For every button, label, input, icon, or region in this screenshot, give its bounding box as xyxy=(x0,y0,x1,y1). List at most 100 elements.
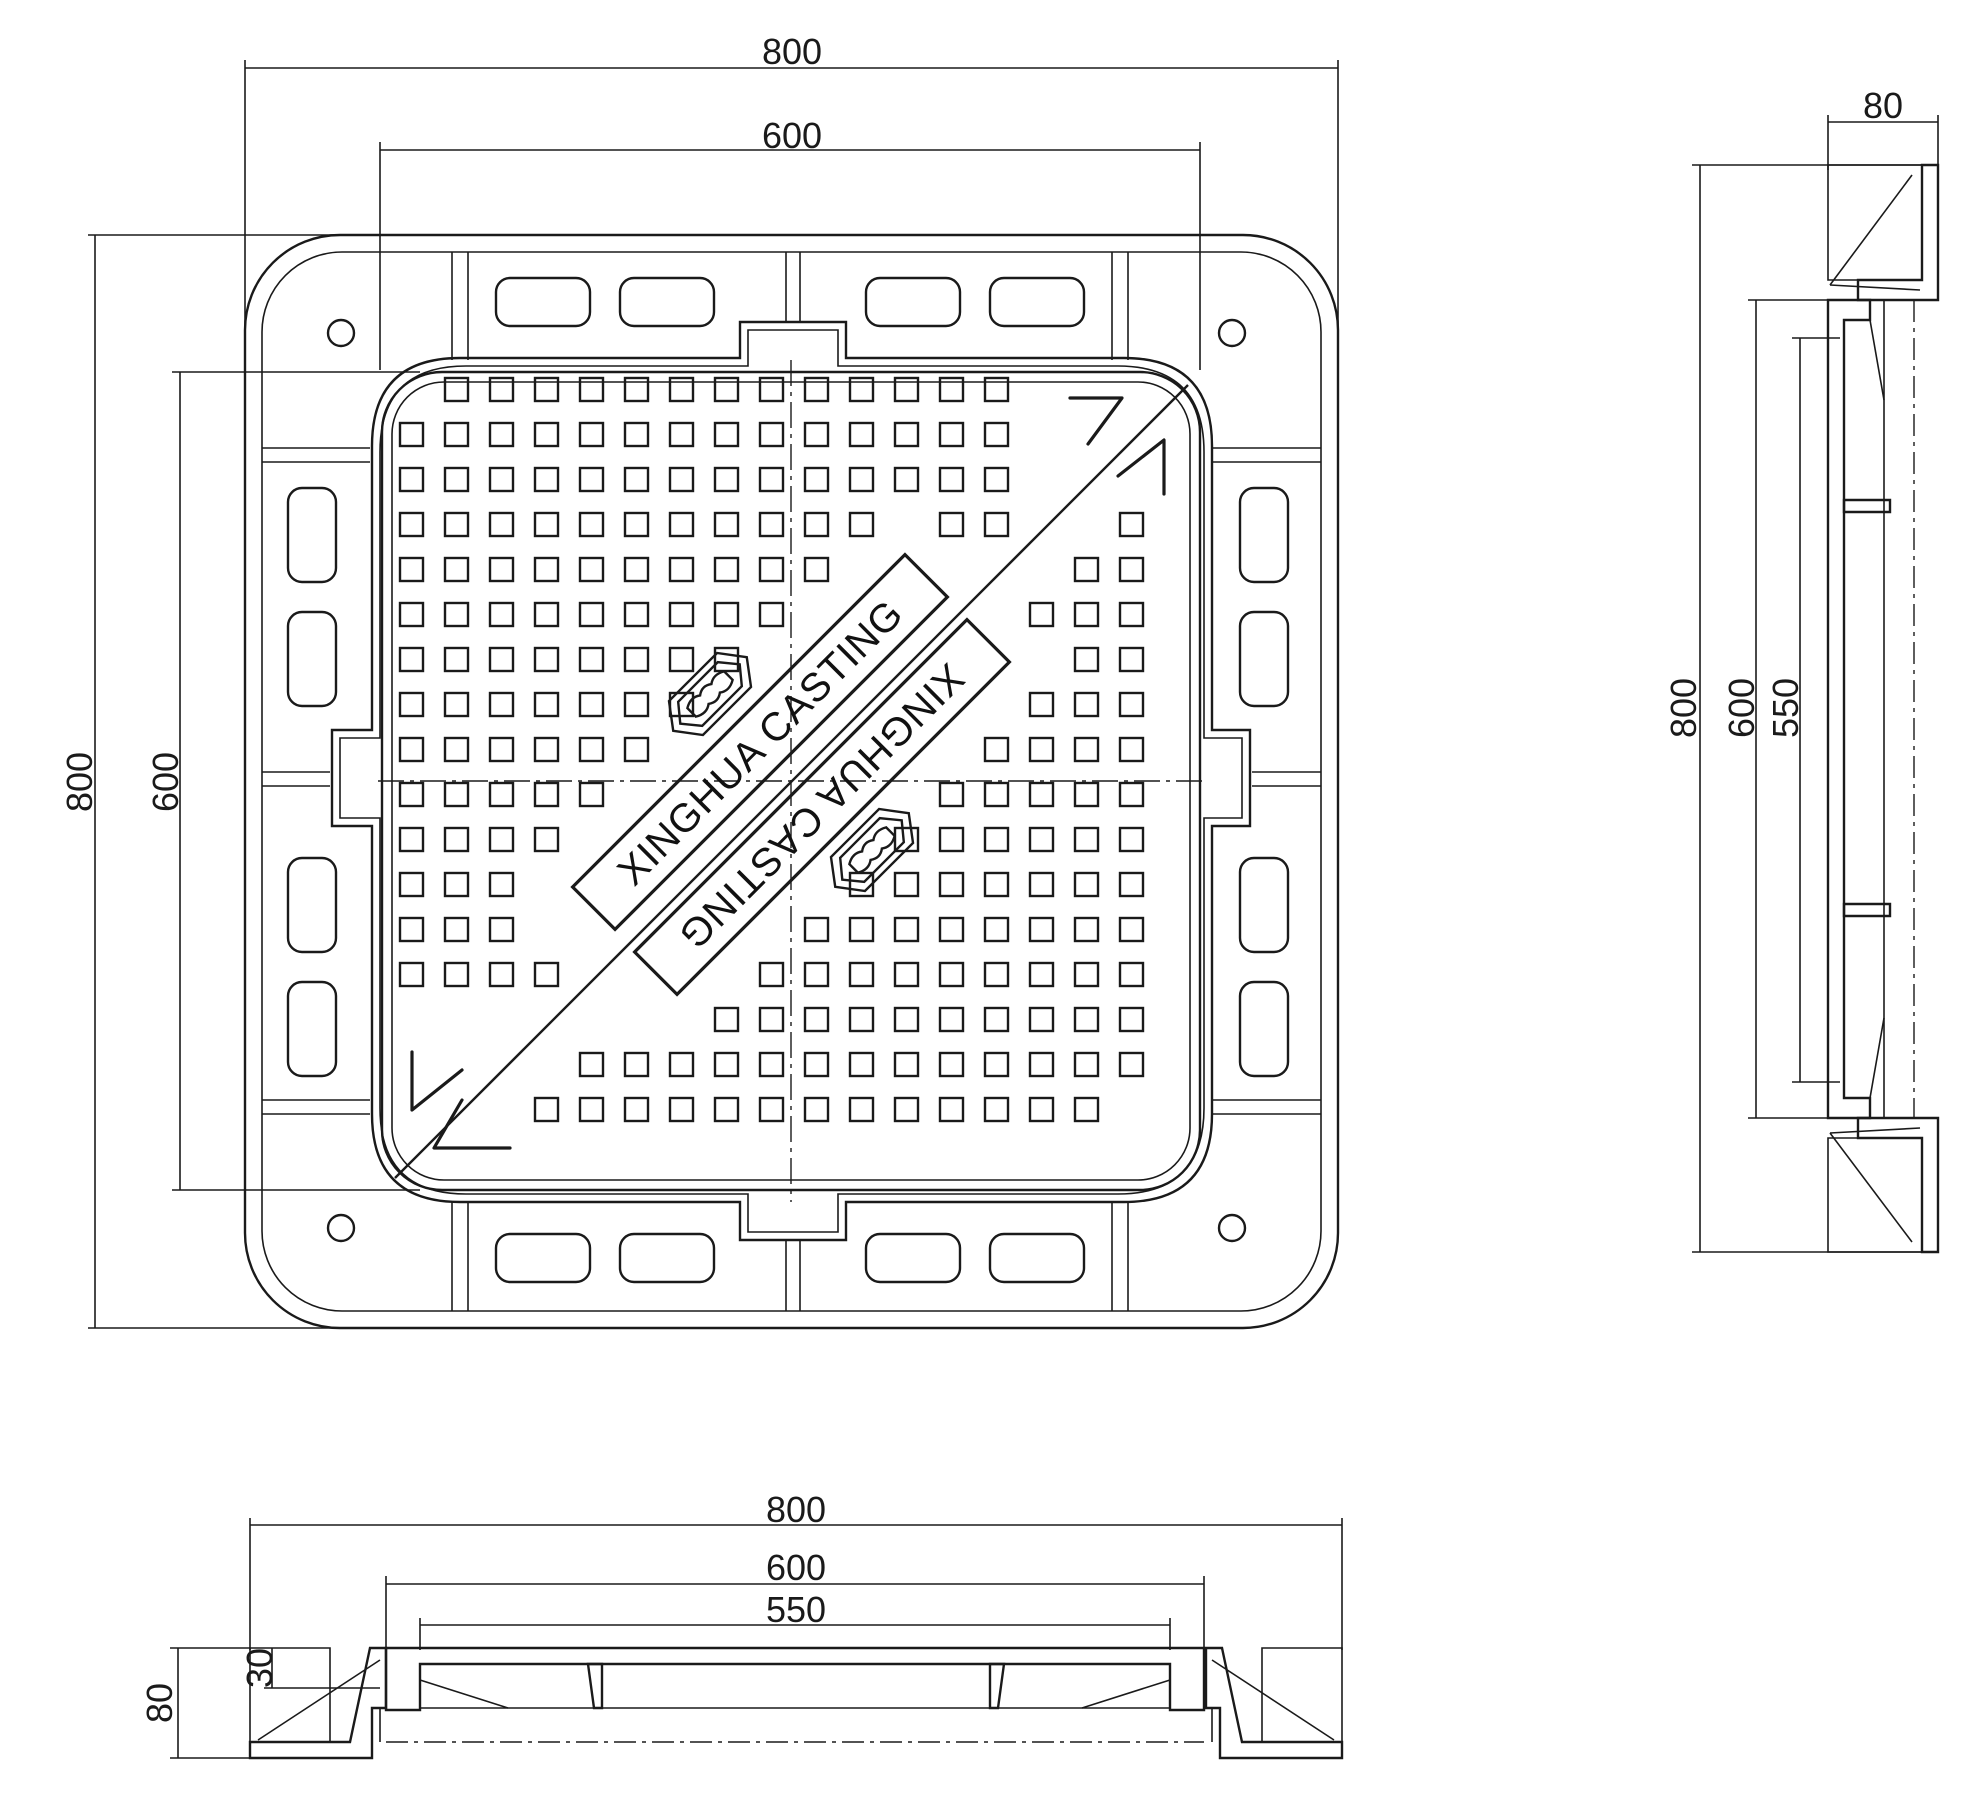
stud xyxy=(1118,871,1145,898)
stud xyxy=(488,871,515,898)
stud xyxy=(398,826,425,853)
stud xyxy=(893,1051,920,1078)
stud xyxy=(803,511,830,538)
stud xyxy=(1028,826,1055,853)
stud xyxy=(893,466,920,493)
side-dim-middle-label: 600 xyxy=(1721,678,1762,738)
stud xyxy=(1028,916,1055,943)
double-chevron-icon xyxy=(410,1050,512,1150)
stud xyxy=(623,601,650,628)
stud xyxy=(488,826,515,853)
stud xyxy=(443,646,470,673)
stud xyxy=(713,556,740,583)
stud xyxy=(443,826,470,853)
frame-slot xyxy=(864,276,962,328)
stud xyxy=(1073,961,1100,988)
stud xyxy=(893,376,920,403)
stud xyxy=(1073,601,1100,628)
stud xyxy=(578,691,605,718)
stud xyxy=(488,781,515,808)
stud xyxy=(713,466,740,493)
stud xyxy=(1118,556,1145,583)
stud xyxy=(938,511,965,538)
stud xyxy=(1118,916,1145,943)
stud xyxy=(668,466,695,493)
stud xyxy=(938,871,965,898)
stud xyxy=(938,1006,965,1033)
stud xyxy=(488,646,515,673)
stud xyxy=(848,1096,875,1123)
dim-left-outer-label: 800 xyxy=(59,752,100,812)
stud xyxy=(1118,646,1145,673)
stud xyxy=(983,736,1010,763)
bolt-holes xyxy=(326,318,1247,1243)
frame-outline xyxy=(243,233,1340,1330)
stud xyxy=(578,1096,605,1123)
stud xyxy=(938,1096,965,1123)
stud xyxy=(983,826,1010,853)
stud xyxy=(488,601,515,628)
stud xyxy=(443,871,470,898)
stud xyxy=(893,961,920,988)
stud xyxy=(1073,736,1100,763)
stud xyxy=(443,691,470,718)
casting-logo-icon xyxy=(829,807,915,893)
stud xyxy=(803,466,830,493)
stud xyxy=(1073,556,1100,583)
stud xyxy=(623,556,650,583)
stud xyxy=(713,601,740,628)
stud xyxy=(983,421,1010,448)
side-view: 80 800 600 550 xyxy=(1663,85,1940,1254)
section-view: 800 600 550 80 30 xyxy=(139,1489,1344,1760)
stud xyxy=(848,961,875,988)
cover-seat-outline xyxy=(330,320,1252,1242)
frame-slot xyxy=(618,276,716,328)
stud xyxy=(1118,961,1145,988)
stud xyxy=(803,961,830,988)
stud xyxy=(1073,916,1100,943)
stud xyxy=(578,376,605,403)
stud xyxy=(803,916,830,943)
stud xyxy=(533,961,560,988)
stud xyxy=(1073,871,1100,898)
stud xyxy=(893,1096,920,1123)
stud xyxy=(488,916,515,943)
stud xyxy=(803,556,830,583)
stud xyxy=(443,601,470,628)
stud xyxy=(443,376,470,403)
stud xyxy=(848,916,875,943)
frame-slot xyxy=(988,276,1086,328)
section-dim-middle-label: 600 xyxy=(766,1547,826,1588)
section-dim-height: 80 xyxy=(139,1647,250,1759)
stud xyxy=(758,421,785,448)
stud xyxy=(443,736,470,763)
stud xyxy=(1118,781,1145,808)
stud xyxy=(893,421,920,448)
frame-slots xyxy=(286,276,1290,1284)
stud xyxy=(1073,1006,1100,1033)
stud xyxy=(1073,1051,1100,1078)
stud xyxy=(443,961,470,988)
bolt-hole xyxy=(326,318,356,348)
stud xyxy=(578,556,605,583)
stud xyxy=(758,1051,785,1078)
stud xyxy=(1073,1096,1100,1123)
frame-slot xyxy=(618,1232,716,1284)
stud xyxy=(848,1051,875,1078)
stud xyxy=(668,646,695,673)
stud xyxy=(398,466,425,493)
frame-slot xyxy=(286,980,338,1078)
stud xyxy=(893,1006,920,1033)
side-dim-top: 80 xyxy=(1827,85,1939,170)
stud xyxy=(623,691,650,718)
frame-slot xyxy=(988,1232,1086,1284)
stud xyxy=(938,826,965,853)
stud xyxy=(713,1051,740,1078)
stud xyxy=(848,1006,875,1033)
stud xyxy=(1118,736,1145,763)
stud xyxy=(713,511,740,538)
stud xyxy=(1028,601,1055,628)
stud xyxy=(668,511,695,538)
frame-slot xyxy=(864,1232,962,1284)
stud xyxy=(533,781,560,808)
